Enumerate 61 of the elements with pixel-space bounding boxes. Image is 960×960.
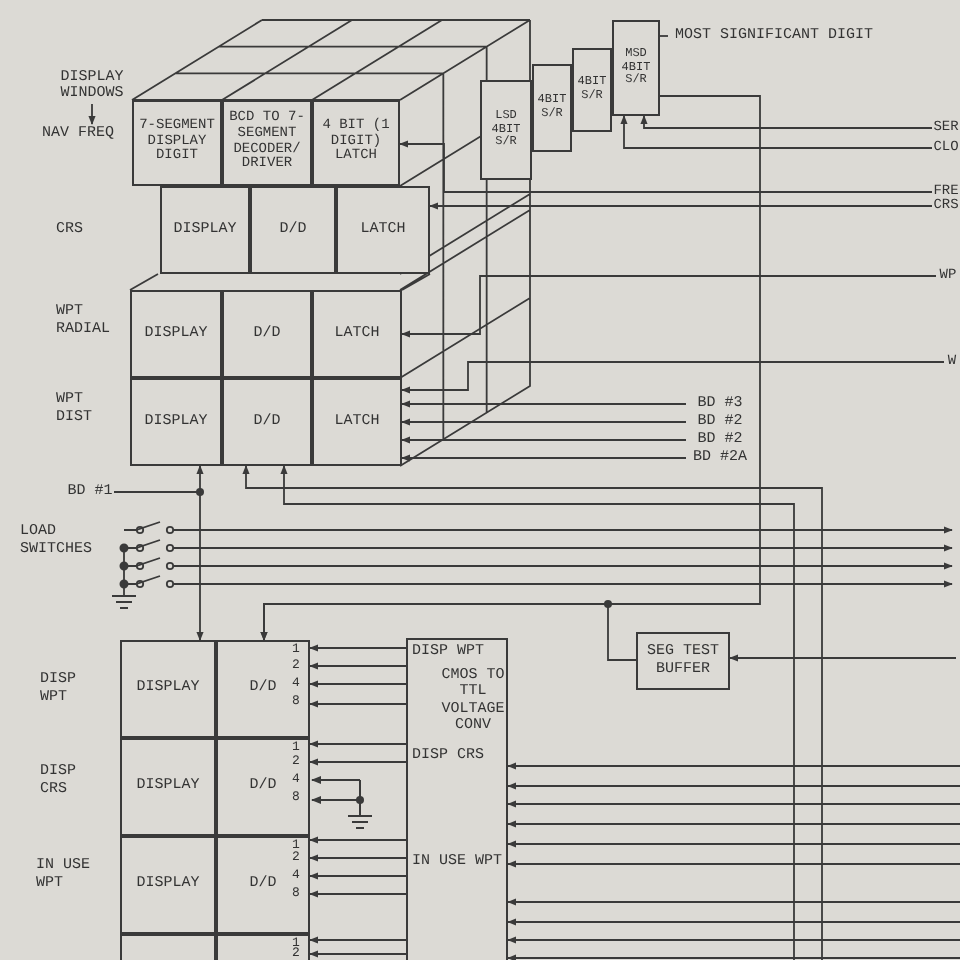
connector-line [507, 782, 960, 790]
connector-line [640, 115, 933, 129]
connector-line [659, 35, 669, 37]
connector-line [309, 680, 407, 688]
connector-line [309, 758, 407, 766]
connector-line [620, 115, 933, 149]
block-box [250, 186, 336, 274]
block-box [572, 48, 612, 132]
connector-line [507, 820, 960, 828]
connector-line [309, 872, 407, 880]
connector-line [507, 800, 960, 808]
block-box [120, 738, 216, 836]
connector-line [507, 762, 960, 770]
block-box [216, 738, 310, 836]
connector-line [309, 700, 407, 708]
connector-line [309, 644, 407, 652]
connector-line [401, 275, 937, 338]
block-box [480, 80, 532, 180]
connector-line [507, 860, 960, 868]
block-box [312, 378, 402, 466]
connector-line [401, 418, 687, 426]
block-box [312, 290, 402, 378]
connector-line [507, 918, 960, 926]
block-box [130, 290, 222, 378]
connector-line [401, 400, 687, 408]
connector-line [260, 95, 761, 641]
block-box [120, 836, 216, 934]
block-box [160, 186, 250, 274]
block-box [312, 100, 400, 186]
connector-line [507, 954, 960, 960]
block-box [130, 378, 222, 466]
connector-line [309, 740, 407, 748]
block-box [216, 640, 310, 738]
connector-line [309, 836, 407, 844]
connector-line [88, 103, 96, 125]
block-box [222, 100, 312, 186]
connector-line [401, 454, 687, 462]
connector-line [401, 436, 687, 444]
block-box [222, 378, 312, 466]
block-box [120, 640, 216, 738]
block-box [636, 632, 730, 690]
connector-line [309, 854, 407, 862]
connector-line [309, 890, 407, 898]
connector-line [401, 361, 945, 394]
block-box [532, 64, 572, 152]
connector-line [309, 936, 407, 944]
block-box [216, 836, 310, 934]
connector-line [429, 202, 933, 210]
connector-line [507, 898, 960, 906]
block-box [612, 20, 660, 116]
converter-box [406, 638, 508, 960]
connector-line [309, 950, 407, 958]
connector-line [309, 662, 407, 670]
connector-line [507, 936, 960, 944]
connector-line [507, 840, 960, 848]
connector-line [399, 140, 933, 193]
connector-line [729, 654, 957, 662]
block-box [336, 186, 430, 274]
block-box [222, 290, 312, 378]
connector-line [113, 491, 204, 641]
block-box [132, 100, 222, 186]
